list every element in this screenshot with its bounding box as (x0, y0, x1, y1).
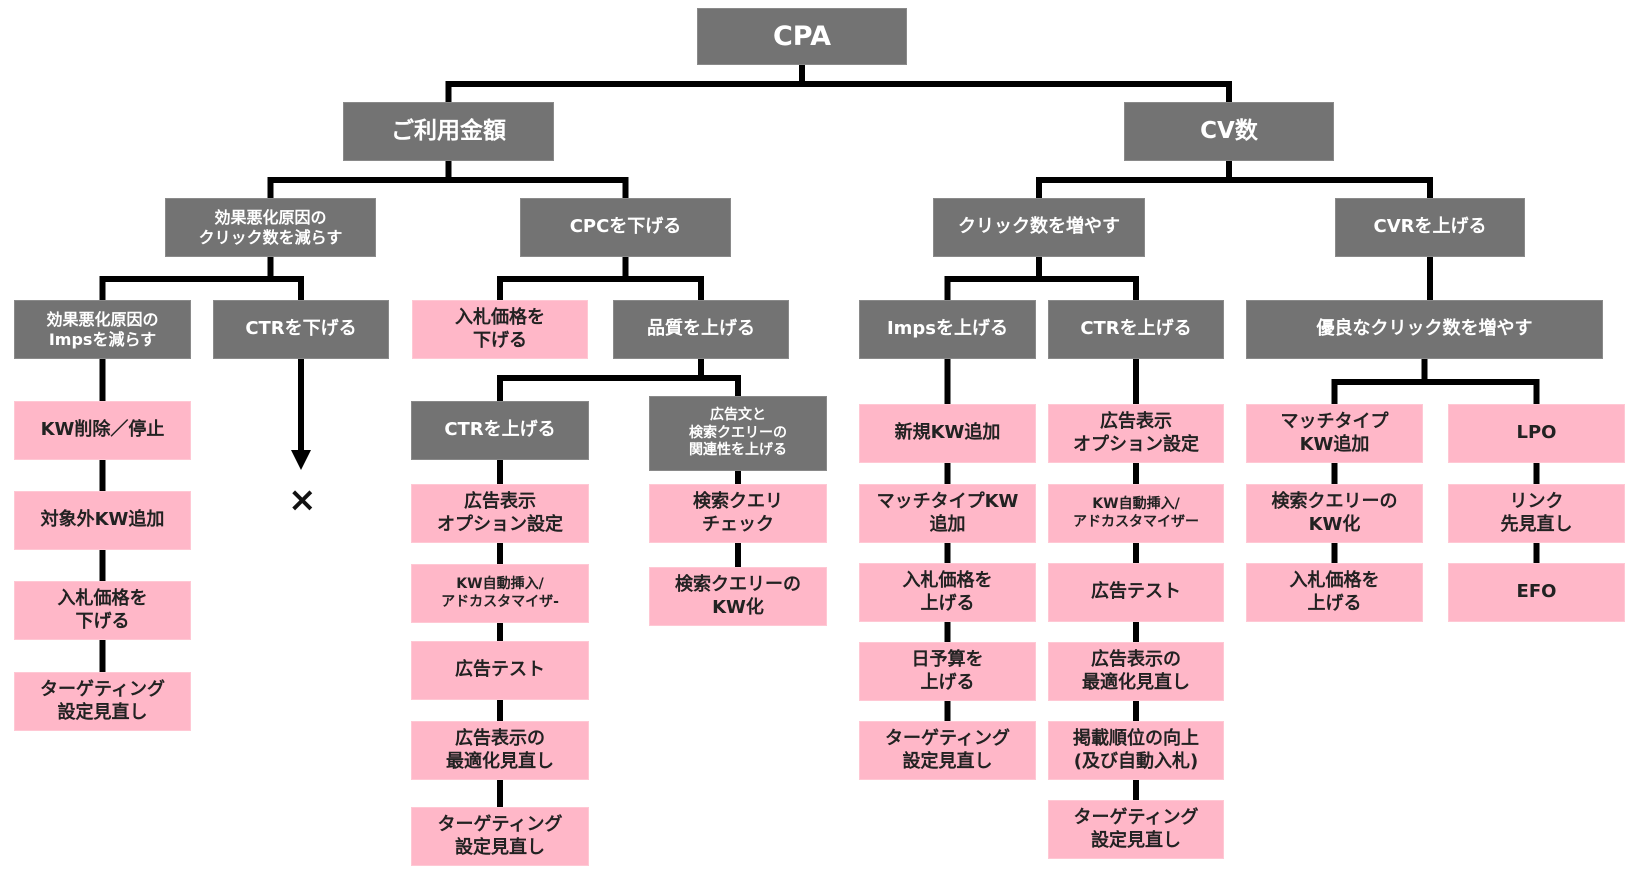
action-kw-delete-stop: KW削除／停止 (14, 401, 191, 460)
node-raise-quality: 品質を上げる (613, 300, 789, 359)
node-raise-imps: Impsを上げる (859, 300, 1036, 359)
action-ad-test: 広告テスト (411, 641, 589, 700)
node-raise-cvr: CVRを上げる (1335, 198, 1525, 257)
node-lower-ctr: CTRを下げる (213, 300, 389, 359)
action-efo: EFO (1448, 563, 1625, 622)
action-query-to-kw: 検索クエリーの KW化 (649, 567, 827, 626)
action-kw-insertion-customizer: KW自動挿入/ アドカスタマイザ- (411, 564, 589, 623)
action-lpo: LPO (1448, 404, 1625, 463)
action-add-matchtype-kw: マッチタイプKW 追加 (859, 484, 1036, 543)
action-add-negative-kw: 対象外KW追加 (14, 491, 191, 550)
end-cross-icon: × (288, 480, 317, 520)
action-ad-rotation-review: 広告表示の 最適化見直し (411, 721, 589, 780)
node-raise-relevance: 広告文と 検索クエリーの 関連性を上げる (649, 396, 827, 471)
action-review-link-destination: リンク 先見直し (1448, 484, 1625, 543)
action-kw-insertion-customizer: KW自動挿入/ アドカスタマイザー (1048, 484, 1224, 543)
arrow-down-icon (291, 450, 311, 470)
node-reduce-bad-imps: 効果悪化原因の Impsを減らす (14, 300, 191, 359)
action-review-targeting: ターゲティング 設定見直し (1048, 800, 1224, 859)
action-ad-extensions: 広告表示 オプション設定 (411, 484, 589, 543)
node-cost: ご利用金額 (343, 102, 554, 161)
action-ad-rotation-review: 広告表示の 最適化見直し (1048, 642, 1224, 701)
node-cpa: CPA (697, 8, 907, 65)
node-good-clicks: 優良なクリック数を増やす (1246, 300, 1603, 359)
node-lower-bid: 入札価格を 下げる (412, 300, 588, 359)
action-raise-bid: 入札価格を 上げる (859, 563, 1036, 622)
action-ad-extensions: 広告表示 オプション設定 (1048, 404, 1224, 463)
node-raise-ctr-clicks: CTRを上げる (1048, 300, 1224, 359)
action-review-targeting: ターゲティング 設定見直し (14, 672, 191, 731)
node-cv-count: CV数 (1124, 102, 1334, 161)
action-ad-test: 広告テスト (1048, 563, 1224, 622)
action-raise-daily-budget: 日予算を 上げる (859, 642, 1036, 701)
node-raise-ctr-quality: CTRを上げる (411, 401, 589, 460)
action-raise-bid: 入札価格を 上げる (1246, 563, 1423, 622)
node-reduce-bad-clicks: 効果悪化原因の クリック数を減らす (165, 198, 376, 257)
action-lower-bid: 入札価格を 下げる (14, 581, 191, 640)
action-improve-ad-position: 掲載順位の向上 (及び自動入札) (1048, 721, 1224, 780)
action-add-matchtype-kw: マッチタイプ KW追加 (1246, 404, 1423, 463)
action-query-to-kw: 検索クエリーの KW化 (1246, 484, 1423, 543)
node-increase-clicks: クリック数を増やす (933, 198, 1145, 257)
action-review-targeting: ターゲティング 設定見直し (859, 721, 1036, 780)
action-review-targeting: ターゲティング 設定見直し (411, 807, 589, 866)
action-add-new-kw: 新規KW追加 (859, 404, 1036, 463)
action-search-query-check: 検索クエリ チェック (649, 484, 827, 543)
node-lower-cpc: CPCを下げる (520, 198, 731, 257)
